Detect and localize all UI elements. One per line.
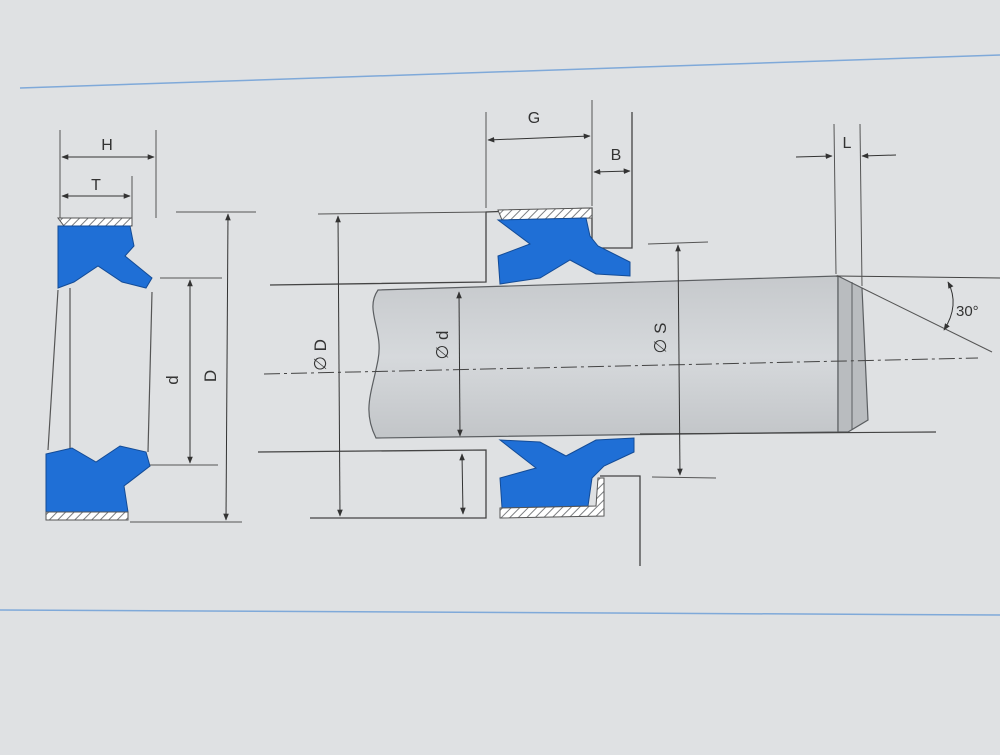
rod-bottom-ext — [639, 431, 937, 435]
seal-profile-left: H T d D — [45, 130, 256, 523]
dim-L-arrow-right — [861, 153, 897, 159]
chamfer-angle-label: 30° — [956, 303, 979, 320]
dim-L-arrow-left — [795, 153, 833, 159]
dim-L-ext-left — [833, 123, 837, 275]
dim-label-G: G — [528, 110, 540, 127]
dim-S-ext-bottom — [651, 476, 717, 479]
dim-label-B: B — [611, 147, 622, 164]
dim-label-H: H — [101, 137, 113, 154]
dim-label-d: d — [163, 375, 182, 384]
rod-top-ext — [835, 275, 1000, 279]
seal-metal-case-lower — [45, 511, 129, 521]
dim-B-arrow — [593, 168, 631, 175]
seal-cross-section-upper — [57, 217, 153, 289]
dim-S-arrow — [675, 244, 683, 476]
seal-cross-section-lower — [45, 445, 151, 521]
seal-body-outer-line — [47, 289, 59, 451]
installed-seal-lip-upper — [496, 217, 631, 285]
seal-lip-upper — [57, 225, 153, 289]
dim-rod-arrow — [456, 291, 463, 437]
chamfer-angle-arc — [943, 281, 954, 331]
housing-outline-lower — [257, 449, 487, 519]
dim-label-D: D — [201, 370, 220, 382]
installed-seal-case-upper — [497, 207, 593, 221]
installed-seal-upper — [496, 207, 631, 285]
installed-seal-lower — [498, 437, 635, 519]
seal-body-rear-line — [147, 291, 153, 453]
dim-label-seal-diameter: ∅ S — [651, 323, 670, 354]
installed-seal-lip-lower — [498, 437, 635, 509]
dim-gap-arrow — [459, 453, 466, 515]
dim-G-arrow — [487, 133, 591, 143]
seal-lip-lower — [45, 445, 151, 513]
page-rule-bottom — [0, 609, 1000, 616]
installed-seal-case-lower — [499, 477, 605, 519]
rod-chamfer — [837, 275, 869, 433]
dim-D-arrow — [223, 213, 231, 521]
dim-S-ext-top — [647, 241, 709, 245]
dim-L-ext-right — [859, 123, 863, 287]
dim-label-L: L — [843, 135, 852, 152]
dim-label-T: T — [91, 177, 101, 194]
page-rule-top — [19, 54, 1000, 89]
dim-label-bore-diameter: ∅ D — [311, 339, 330, 371]
housing-bore-ext-top — [317, 211, 487, 215]
chamfer-angle-line — [861, 287, 993, 353]
dim-bore-arrow — [335, 215, 343, 517]
dim-label-rod-diameter: ∅ d — [433, 331, 452, 360]
installation-assembly: 30° G B L ∅ D ∅ d — [257, 100, 1000, 566]
piston-rod — [368, 275, 839, 439]
seal-metal-case-upper — [57, 217, 133, 227]
housing-step-lower — [600, 475, 641, 566]
center-line — [263, 357, 979, 375]
